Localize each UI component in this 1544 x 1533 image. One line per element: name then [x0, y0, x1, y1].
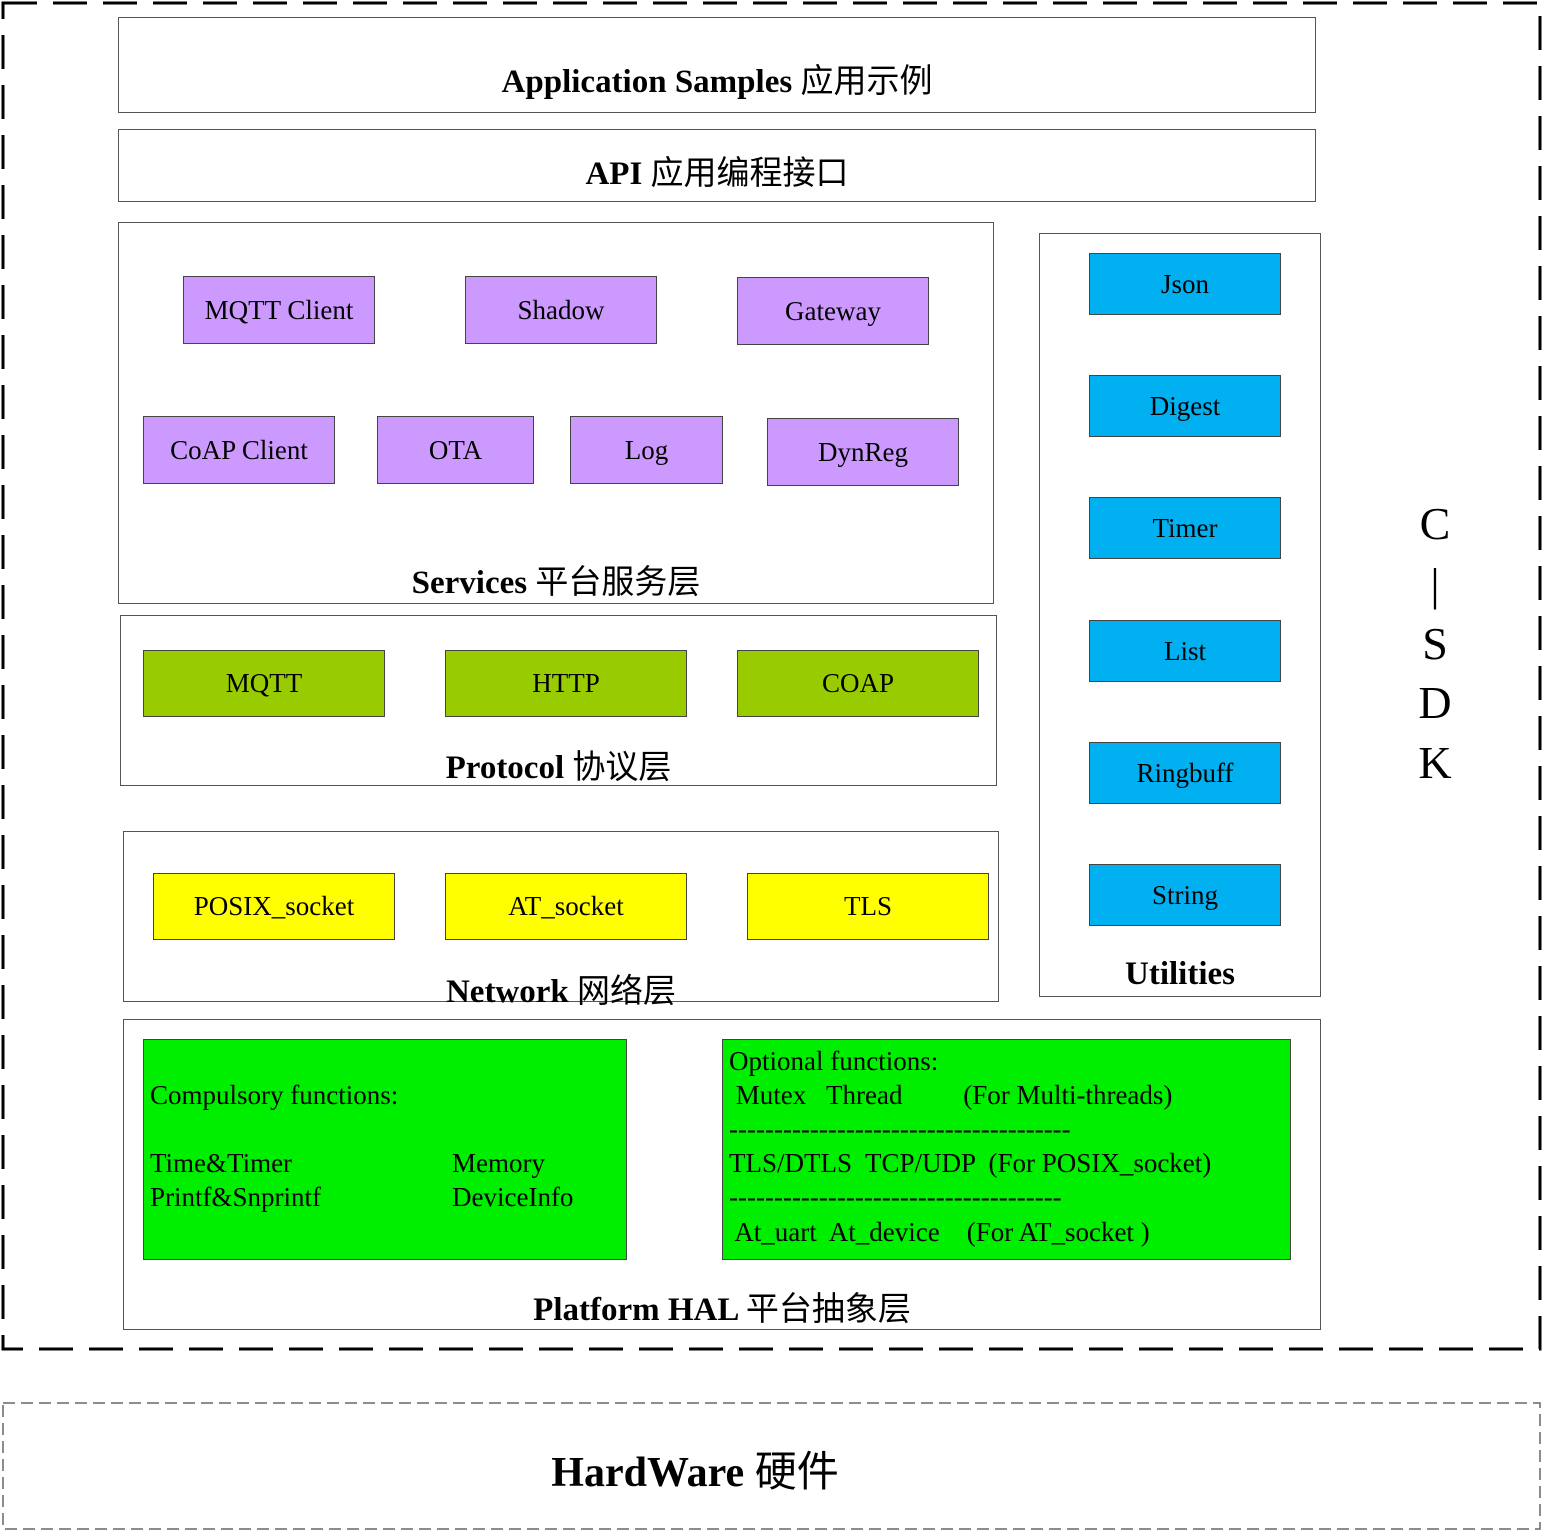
- application-title-en: Application Samples: [501, 64, 793, 100]
- api-title-cn: 应用编程接口: [650, 156, 849, 192]
- api-title-en: API: [585, 156, 643, 192]
- platform-hal-title-en: Platform HAL: [533, 1292, 738, 1328]
- service-log: Log: [570, 416, 723, 484]
- services-title: Services 平台服务层: [119, 555, 993, 603]
- protocol-title-cn: 协议层: [572, 750, 672, 786]
- utility-json: Json: [1089, 253, 1281, 315]
- utility-list: List: [1089, 620, 1281, 682]
- application-layer: Application Samples 应用示例: [118, 17, 1316, 113]
- hardware-title-en: HardWare: [551, 1450, 745, 1496]
- hal-optional-box: Optional functions: Mutex Thread (For Mu…: [722, 1039, 1291, 1260]
- hal-optional-at: At_uart At_device (For AT_socket ): [729, 1217, 1150, 1247]
- services-title-cn: 平台服务层: [535, 565, 701, 601]
- utility-ringbuff: Ringbuff: [1089, 742, 1281, 804]
- network-posix-socket: POSIX_socket: [153, 873, 395, 940]
- hal-optional-separator-1: --------------------------------------: [729, 1114, 1071, 1144]
- protocol-mqtt: MQTT: [143, 650, 385, 717]
- sdk-letter-d: D: [1418, 677, 1452, 728]
- protocol-title-en: Protocol: [445, 750, 565, 786]
- utilities-title: Utilities: [1125, 956, 1235, 992]
- hal-optional-separator-2: -------------------------------------: [729, 1182, 1062, 1212]
- platform-hal-title: Platform HAL 平台抽象层: [124, 1282, 1320, 1330]
- service-dynreg: DynReg: [767, 418, 959, 486]
- service-ota: OTA: [377, 416, 534, 484]
- service-gateway: Gateway: [737, 277, 929, 345]
- service-shadow: Shadow: [465, 276, 657, 344]
- protocol-coap: COAP: [737, 650, 979, 717]
- hal-compulsory-memory: Memory: [452, 1148, 545, 1178]
- application-title: Application Samples 应用示例: [119, 54, 1315, 102]
- utility-digest: Digest: [1089, 375, 1281, 437]
- application-title-cn: 应用示例: [800, 64, 933, 100]
- sdk-letter-s: S: [1422, 618, 1448, 669]
- protocol-http: HTTP: [445, 650, 687, 717]
- services-title-en: Services: [411, 565, 528, 601]
- utility-timer: Timer: [1089, 497, 1281, 559]
- network-title-cn: 网络层: [577, 974, 677, 1010]
- hal-compulsory-time-timer: Time&Timer: [150, 1148, 293, 1178]
- platform-hal-title-cn: 平台抽象层: [745, 1292, 911, 1328]
- api-layer: API 应用编程接口: [118, 129, 1316, 202]
- service-mqtt-client: MQTT Client: [183, 276, 375, 344]
- sdk-letter-k: K: [1418, 737, 1452, 788]
- hardware-boundary: [2, 1402, 1541, 1530]
- hal-optional-posix: TLS/DTLS TCP/UDP (For POSIX_socket): [729, 1148, 1212, 1178]
- network-at-socket: AT_socket: [445, 873, 687, 940]
- hal-compulsory-heading: Compulsory functions:: [150, 1080, 399, 1110]
- hardware-title-cn: 硬件: [754, 1450, 839, 1496]
- service-coap-client: CoAP Client: [143, 416, 335, 484]
- hal-compulsory-deviceinfo: DeviceInfo: [452, 1182, 574, 1212]
- sdk-letter-bar: |: [1430, 559, 1440, 610]
- api-title: API 应用编程接口: [119, 146, 1315, 194]
- network-title-en: Network: [445, 974, 569, 1010]
- hardware-title: HardWare 硬件: [0, 1438, 1390, 1499]
- hal-optional-heading: Optional functions:: [729, 1046, 939, 1076]
- sdk-boundary: [1, 1, 1542, 1351]
- network-tls: TLS: [747, 873, 989, 940]
- sdk-letter-c: C: [1419, 498, 1451, 549]
- hal-compulsory-box: Compulsory functions: Time&Timer Printf&…: [143, 1039, 627, 1260]
- protocol-title: Protocol 协议层: [121, 740, 996, 788]
- hal-compulsory-printf: Printf&Snprintf: [150, 1182, 322, 1212]
- hal-optional-threads: Mutex Thread (For Multi-threads): [729, 1080, 1173, 1110]
- utility-string: String: [1089, 864, 1281, 926]
- network-title: Network 网络层: [124, 964, 998, 1012]
